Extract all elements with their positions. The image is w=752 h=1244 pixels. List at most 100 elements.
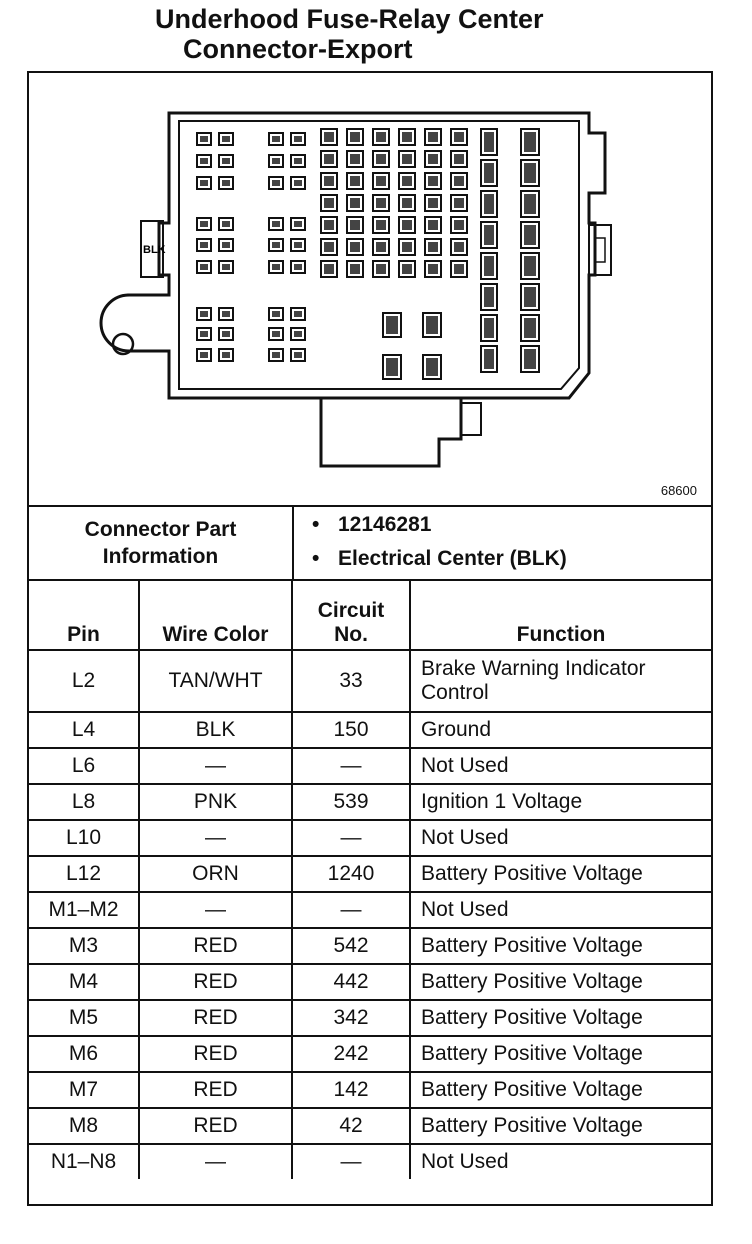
fuse-cavity — [424, 238, 442, 256]
header-function: Function — [409, 579, 711, 651]
fuse-cavity-terminal — [350, 264, 360, 274]
table-row: N1–N8——Not Used — [29, 1143, 711, 1179]
fuse-cavity-terminal — [376, 220, 386, 230]
fuse-cavity-terminal — [200, 242, 208, 248]
part-description: Electrical Center (BLK) — [312, 547, 567, 571]
circuit-cell: — — [291, 747, 411, 785]
title-line-1: Underhood Fuse-Relay Center — [155, 4, 544, 34]
connector-part-info: Connector Part Information 12146281 Elec… — [29, 507, 711, 581]
fuse-cavity — [196, 327, 212, 341]
fuse-cavity — [218, 327, 234, 341]
fuse-cavity-terminal — [402, 176, 412, 186]
part-number: 12146281 — [312, 513, 432, 537]
fuse-cavity-terminal — [524, 349, 536, 369]
function-cell: Battery Positive Voltage — [409, 999, 711, 1037]
fuse-cavity-terminal — [484, 225, 494, 245]
fuse-cavity — [480, 283, 498, 311]
fuse-cavity-terminal — [272, 180, 280, 186]
fuse-cavity — [290, 154, 306, 168]
fuse-cavity-terminal — [294, 311, 302, 317]
circuit-cell: 539 — [291, 783, 411, 821]
fuse-cavity — [218, 307, 234, 321]
function-cell: Battery Positive Voltage — [409, 1107, 711, 1145]
function-cell: Not Used — [409, 747, 711, 785]
fuse-cavity-terminal — [376, 264, 386, 274]
fuse-cavity — [520, 345, 540, 373]
part-info-label: Connector Part Information — [29, 507, 294, 579]
fuse-cavity — [320, 172, 338, 190]
fuse-cavity-terminal — [428, 132, 438, 142]
fuse-cavity — [346, 172, 364, 190]
table-row: L10——Not Used — [29, 819, 711, 857]
fuse-cavity — [422, 354, 442, 380]
fuse-cavity-terminal — [294, 331, 302, 337]
fuse-cavity-terminal — [484, 256, 494, 276]
fuse-cavity-terminal — [484, 194, 494, 214]
wire-color-cell: — — [138, 1143, 293, 1179]
wire-color-cell: RED — [138, 999, 293, 1037]
fuse-cavity — [290, 260, 306, 274]
wire-color-cell: RED — [138, 927, 293, 965]
fuse-cavity-terminal — [200, 136, 208, 142]
fuse-cavity — [372, 150, 390, 168]
fuse-cavity-terminal — [350, 242, 360, 252]
table-row: M1–M2——Not Used — [29, 891, 711, 929]
fuse-cavity — [480, 252, 498, 280]
fuse-cavity-terminal — [222, 136, 230, 142]
fuse-cavity — [480, 345, 498, 373]
fuse-cavity-terminal — [294, 242, 302, 248]
fuse-cavity — [196, 132, 212, 146]
fuse-cavity-terminal — [484, 287, 494, 307]
fuse-cavity — [480, 221, 498, 249]
fuse-cavity-terminal — [200, 221, 208, 227]
fuse-cavity-terminal — [376, 176, 386, 186]
fuse-cavity-terminal — [454, 154, 464, 164]
fuse-cavity — [218, 260, 234, 274]
fuse-cavity — [196, 217, 212, 231]
fuse-cavity — [218, 238, 234, 252]
fuse-cavity — [372, 260, 390, 278]
wire-color-cell: RED — [138, 963, 293, 1001]
pin-cell: M1–M2 — [29, 891, 140, 929]
fuse-cavity — [382, 312, 402, 338]
fuse-cavity-terminal — [272, 331, 280, 337]
fuse-cavity-terminal — [200, 180, 208, 186]
fuse-cavity-terminal — [454, 176, 464, 186]
fuse-cavity-terminal — [272, 311, 280, 317]
fuse-cavity-terminal — [200, 352, 208, 358]
connector-sheet: BLK 68600 Connector Part Information 121… — [27, 71, 713, 1206]
circuit-cell: 442 — [291, 963, 411, 1001]
circuit-cell: — — [291, 819, 411, 857]
function-cell: Battery Positive Voltage — [409, 963, 711, 1001]
circuit-cell: — — [291, 891, 411, 929]
header-wire-color: Wire Color — [138, 579, 293, 651]
wire-color-cell: — — [138, 891, 293, 929]
fuse-cavity-terminal — [428, 220, 438, 230]
pin-cell: L2 — [29, 649, 140, 713]
fuse-cavity — [450, 238, 468, 256]
wire-color-cell: — — [138, 819, 293, 857]
fuse-cavity — [346, 238, 364, 256]
fuse-cavity-terminal — [350, 176, 360, 186]
fuse-cavity-terminal — [200, 158, 208, 164]
fuse-cavity-terminal — [402, 154, 412, 164]
fuse-relay-center-diagram: BLK 68600 — [29, 73, 711, 507]
fuse-cavity-terminal — [222, 352, 230, 358]
circuit-cell: 242 — [291, 1035, 411, 1073]
fuse-cavity — [450, 216, 468, 234]
fuse-cavity-terminal — [324, 176, 334, 186]
fuse-cavity-terminal — [524, 132, 536, 152]
fuse-cavity — [372, 172, 390, 190]
fuse-cavity-terminal — [272, 242, 280, 248]
wire-color-cell: — — [138, 747, 293, 785]
fuse-cavity-terminal — [294, 136, 302, 142]
fuse-cavity — [346, 260, 364, 278]
fuse-cavity-terminal — [524, 287, 536, 307]
fuse-cavity-terminal — [222, 221, 230, 227]
fuse-cavity — [268, 132, 284, 146]
